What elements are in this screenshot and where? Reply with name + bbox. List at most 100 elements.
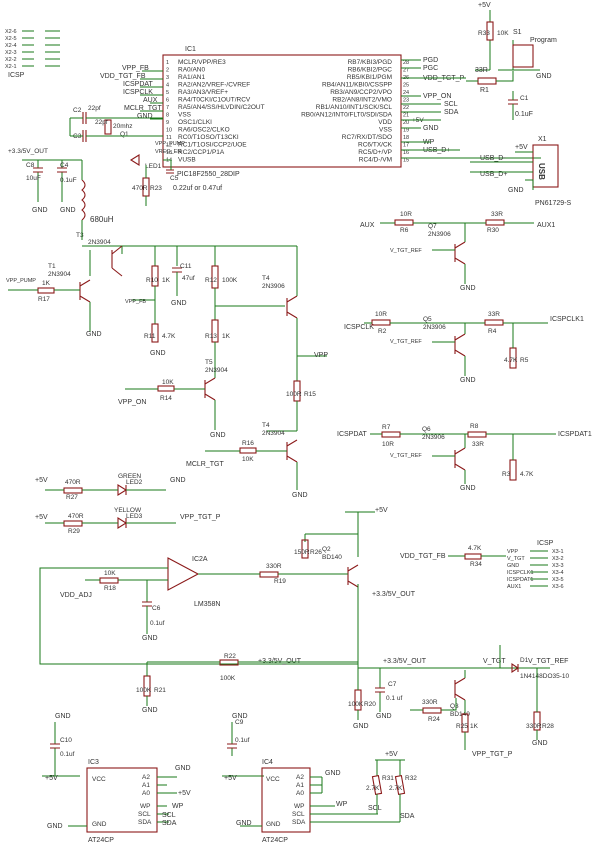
q2-part: BD140 (322, 554, 342, 561)
q7-name: Q7 (428, 223, 437, 230)
q6-part: 2N3906 (422, 434, 445, 441)
ic3-pin-vcc: VCC (92, 776, 106, 783)
net-vpp: VPP (314, 352, 328, 359)
icsp-header-left: X2-6X2-5X2-4X2-3X2-2X2-1 ICSP (5, 29, 60, 79)
icsp-right-pin: X3-5 (552, 577, 564, 583)
ic1-pin-right-name: RB4/AN11/KBI0/CSSPP (322, 82, 392, 89)
ic4-pin-scl: SCL (292, 811, 305, 818)
net-5v-led2: +5V (35, 477, 48, 484)
led1-name: LED1 (145, 163, 162, 170)
r4-value: 33R (488, 311, 500, 318)
ic3-pin-scl: SCL (138, 811, 151, 818)
q5-part: 2N3906 (423, 324, 446, 331)
usb-body (532, 144, 559, 188)
ic1-pin-right-name: RC4/D-/VM (359, 157, 392, 164)
net-icspclk1: ICSPCLK1 (550, 316, 584, 323)
net-pgc: PGC (423, 65, 438, 72)
s1-label: Program (530, 37, 557, 44)
net-5v-ic3: +5V (45, 775, 58, 782)
net-v-tgt-ref: V_TGT_REF (528, 658, 568, 665)
ic3-pin-a1: A1 (142, 782, 150, 789)
r27-name: R27 (66, 494, 78, 501)
net-vtgt-ref-clk: V_TGT_REF (390, 339, 422, 345)
ic1-pin-left-name: VUSB (178, 157, 196, 164)
net-33v-q2: +3.3/5V_OUT (372, 591, 416, 598)
c2-name: C2 (73, 107, 82, 114)
gnd-c11: GND (171, 300, 187, 307)
t6-name: T4 (262, 422, 270, 429)
usb-label: USB (537, 163, 546, 180)
icsp-right-signal: GND (507, 563, 519, 569)
ic1-pin-left-name: RC0/T1OSO/T13CKI (178, 134, 239, 141)
r23-value: 470R (132, 185, 148, 192)
r6-value: 10R (400, 211, 412, 218)
net-wp-ic3: WP (172, 803, 184, 810)
r11-value: 4.7K (162, 333, 176, 340)
t1-part: 2N3904 (48, 271, 71, 278)
gnd-led2: GND (170, 477, 186, 484)
gnd-r28: GND (532, 740, 548, 747)
icspdat-buffer: ICSPDAT R7 10R Q6 2N3906 R8 33R ICSPDAT1… (337, 423, 592, 492)
icspclk-buffer: ICSPCLK 10R R2 Q5 2N3906 33R R4 ICSPCLK1… (344, 311, 584, 384)
ic1-pin-right-num: 19 (403, 128, 409, 134)
r32-value: 2.7K (389, 785, 403, 792)
r25-value: 1K (470, 723, 479, 730)
net-5v-usb: +5V (515, 144, 528, 151)
ic1-pin-right-num: 22 (403, 105, 409, 111)
program-switch-section: +5V R33 10K S1 Program GND 33R R1 C1 0.1… (466, 2, 557, 120)
s1-body[interactable] (512, 44, 534, 68)
ic3-part: AT24CP (88, 837, 114, 844)
net-vpp-fb: VPP_FB (122, 65, 149, 72)
ic1-pin-left-num: 13 (166, 150, 172, 156)
r31-name: R31 (382, 775, 394, 782)
status-leds: +5V 470R R27 GREEN LED2 GND +5V 470R R29… (35, 473, 221, 535)
ic4-pin-wp: WP (294, 803, 304, 810)
net-vpp-tgt-p-led: VPP_TGT_P (180, 514, 221, 521)
r18-name: R18 (104, 585, 116, 592)
ic1-pin-left-name: OSC1/CLKI (178, 119, 212, 126)
ic3-pin-wp: WP (140, 803, 150, 810)
net-aux: AUX (143, 97, 158, 104)
net-vpp-on: VPP_ON (118, 399, 146, 406)
c6-value: 0.1uf (150, 620, 165, 627)
r34-name: R34 (470, 561, 482, 568)
ic1-pin-left-name: RC1/T1OSI/CCP2/UOE (178, 142, 247, 149)
ic1-pin-right-num: 28 (403, 60, 409, 66)
ic1-pin-left-name: RA2/AN2/VREF-/CVREF (178, 82, 250, 89)
usb-name: X1 (538, 136, 547, 143)
r7-value: 10R (382, 441, 394, 448)
r26-name: R26 (310, 549, 322, 556)
icsp-left-pin: X2-1 (5, 64, 17, 70)
ic1-pin-left-name: RC2/CCP1/P1A (178, 149, 225, 156)
ic1-pin-right-num: 20 (403, 120, 409, 126)
net-aux1: AUX1 (537, 222, 555, 229)
r29-name: R29 (68, 528, 80, 535)
net-5v-ic3-a0: +5V (178, 790, 191, 797)
icsp-left-pin: X2-5 (5, 36, 17, 42)
input-supply-caps: +3.3/5V_OUT C8 10uF C4 0.1uF GND GND (8, 148, 82, 214)
r2-name: R2 (378, 328, 387, 335)
ic1-pin-right-name: RB0/AN12/INT0/FLT0/SDI/SDA (301, 112, 393, 119)
ic1-pin-right-num: 24 (403, 90, 409, 96)
r18-value: 10K (104, 570, 116, 577)
q7-part: 2N3906 (428, 231, 451, 238)
r2-value: 10R (375, 311, 387, 318)
ic1-pin-right-name: RB2/AN8/INT2/VMO (332, 97, 392, 104)
icsp-right-pin: X3-6 (552, 584, 564, 590)
crystal-name: Q1 (120, 131, 129, 138)
r7-name: R7 (382, 424, 391, 431)
c2-value: 22pf (88, 105, 101, 112)
net-5v-led3: +5V (35, 514, 48, 521)
c4-value: 0.1uF (60, 177, 77, 184)
oscillator-section: 20mhz Q1 C2 22pf C3 22pf LED1 470R R23 C… (69, 105, 222, 206)
net-5v-ic4: +5V (224, 775, 237, 782)
r8-name: R8 (470, 423, 479, 430)
gnd-c6: GND (142, 635, 158, 642)
net-icspclk: ICSPCLK (344, 324, 374, 331)
ic1-pin-left-num: 12 (166, 143, 172, 149)
r20-value: 100K (348, 701, 364, 708)
net-usb-dminus: USB_D- (480, 155, 506, 162)
ic1-pin-left-num: 8 (166, 113, 169, 119)
net-mclr-tgt: MCLR_TGT (186, 461, 224, 468)
